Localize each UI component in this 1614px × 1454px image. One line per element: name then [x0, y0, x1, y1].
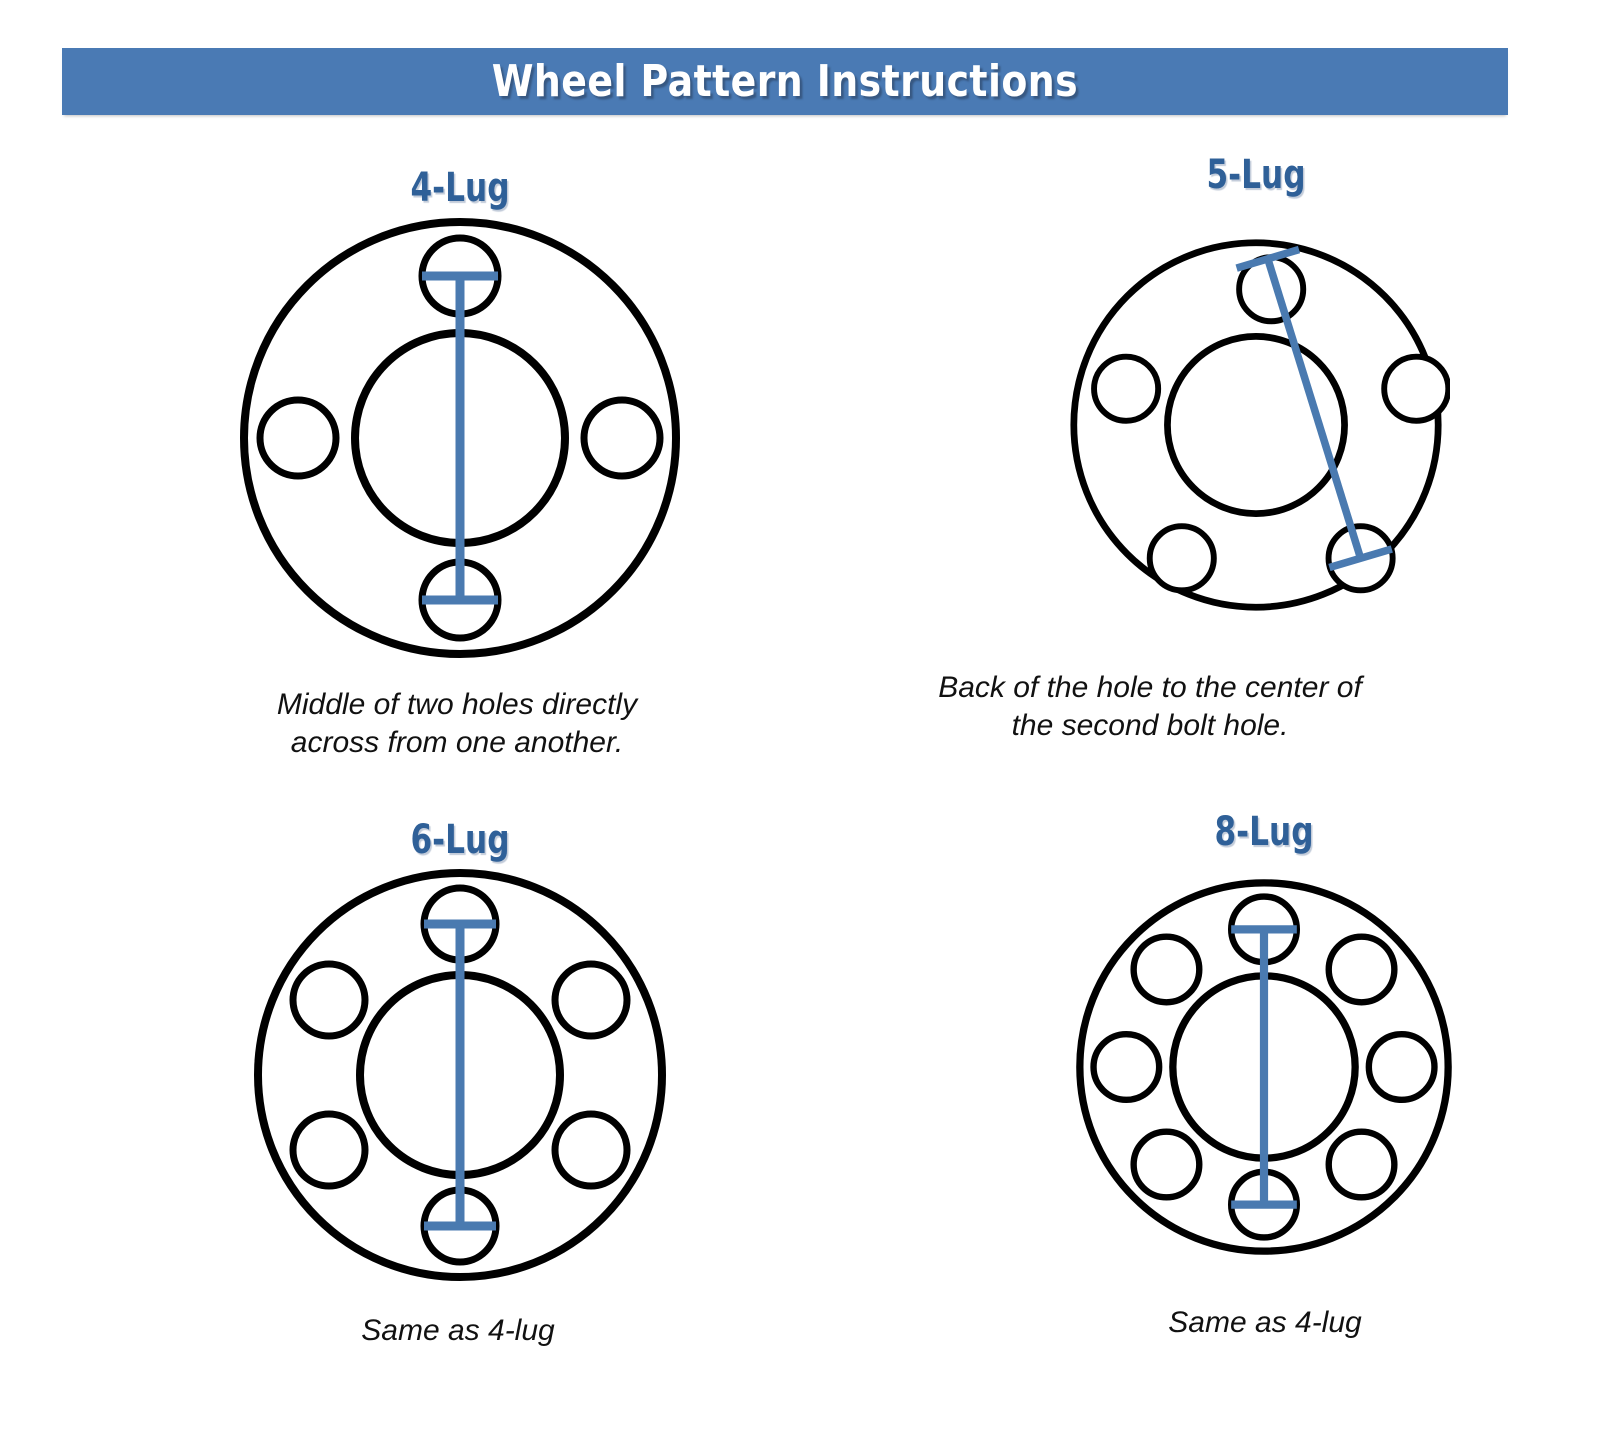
bolt-hole-5: [1381, 353, 1450, 424]
outer-rim-circle: [240, 218, 680, 658]
title-banner: Wheel Pattern Instructions: [62, 48, 1508, 115]
diagram-label-four-lug: 4-Lug: [410, 165, 510, 211]
diagram-caption-six-lug: Same as 4-lug: [361, 1314, 555, 1347]
bolt-hole-right: [1365, 1030, 1438, 1104]
bolt-hole-upper-right: [551, 960, 631, 1040]
four-lug-wheel-svg: [240, 218, 680, 658]
bolt-hole-3: [1146, 523, 1217, 594]
wheel-illustration-six-lug: [210, 860, 710, 1290]
bolt-hole-left: [256, 396, 340, 480]
six-lug-wheel-svg: [254, 869, 666, 1281]
hub-bore-circle: [1164, 333, 1348, 517]
outer-rim-circle: [254, 869, 666, 1281]
page-title: Wheel Pattern Instructions: [491, 56, 1079, 107]
bolt-hole-2: [1091, 353, 1162, 424]
bolt-hole-lower-right: [551, 1110, 631, 1190]
measurement-line-eight-lug: [1231, 925, 1297, 1209]
diagram-caption-eight-lug: Same as 4-lug: [1168, 1306, 1362, 1339]
measurement-line-four-lug: [422, 271, 498, 605]
bolt-hole-left: [1090, 1030, 1163, 1104]
bolt-hole-upper-right: [1325, 933, 1398, 1006]
wheel-illustration-four-lug: [210, 208, 710, 668]
outer-rim-circle: [1070, 239, 1442, 611]
wheel-illustration-five-lug: [1062, 195, 1450, 655]
diagram-label-eight-lug: 8-Lug: [1214, 809, 1314, 855]
bolt-hole-right: [580, 396, 664, 480]
outer-rim-circle: [1076, 879, 1452, 1255]
diagram-panel-six-lug: 6-Lug Same as 4-lug: [150, 820, 710, 1350]
diagram-label-six-lug: 6-Lug: [410, 817, 510, 863]
diagram-panel-eight-lug: 8-Lug Same as 4-lug: [840, 812, 1460, 1342]
bolt-hole-upper-left: [289, 960, 369, 1040]
diagram-panel-four-lug: 4-Lug Middle of two holes directly acros…: [150, 168, 710, 763]
diagram-caption-five-lug: Back of the hole to the center of the se…: [938, 671, 1362, 743]
diagram-panel-five-lug: 5-Lug Back of the hole to the center of …: [830, 155, 1450, 746]
bolt-hole-upper-left: [1130, 933, 1203, 1006]
eight-lug-wheel-svg: [1076, 879, 1452, 1255]
bolt-hole-lower-right: [1325, 1128, 1398, 1201]
diagram-caption-four-lug: Middle of two holes directly across from…: [276, 688, 638, 760]
bolt-hole-lower-left: [1130, 1128, 1203, 1201]
measurement-line-six-lug: [424, 919, 496, 1231]
diagram-label-five-lug: 5-Lug: [1206, 152, 1306, 198]
wheel-illustration-eight-lug: [1068, 852, 1460, 1282]
five-lug-wheel-svg: [1070, 239, 1450, 611]
measurement-line-five-lug: [1235, 245, 1393, 572]
bolt-hole-lower-left: [289, 1110, 369, 1190]
